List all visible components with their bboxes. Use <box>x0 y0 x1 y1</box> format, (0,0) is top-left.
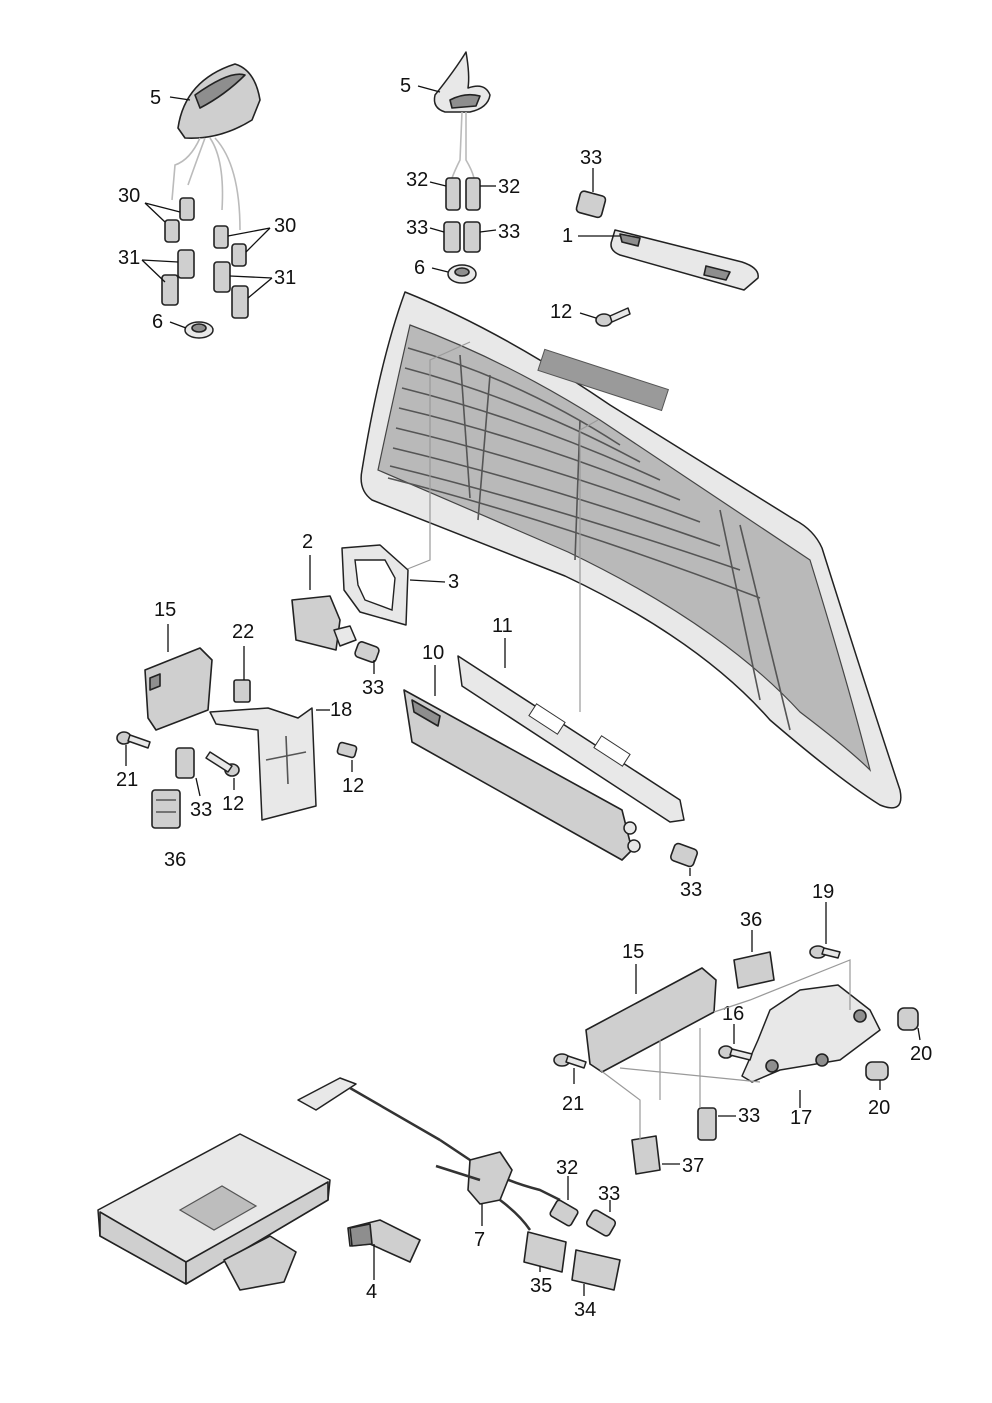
label-11: 11 <box>492 615 513 637</box>
plug-33-bottom <box>585 1209 617 1237</box>
connector-36-right <box>733 951 775 989</box>
label-31-right: 31 <box>274 267 296 289</box>
label-33-b: 33 <box>498 221 520 243</box>
label-32-bottom: 32 <box>556 1157 578 1179</box>
control-unit-15-left <box>144 647 213 731</box>
control-unit-15-right <box>585 967 717 1073</box>
label-21-right: 21 <box>562 1093 584 1115</box>
label-33-a: 33 <box>406 217 428 239</box>
label-15-left: 15 <box>154 599 176 621</box>
antenna-lead-7 <box>297 1077 561 1231</box>
nut-20-top <box>897 1007 919 1031</box>
amplifier-2 <box>291 595 380 663</box>
screw-12-top <box>595 307 631 327</box>
label-12-left: 12 <box>222 793 244 815</box>
antenna-module-10 <box>403 689 699 868</box>
label-17: 17 <box>790 1107 812 1129</box>
plug-33-right <box>697 1107 717 1141</box>
screw-21-left <box>116 731 151 749</box>
label-35: 35 <box>530 1275 552 1297</box>
screw-12-left <box>205 751 240 777</box>
roof-antenna-mid <box>433 51 491 179</box>
label-22: 22 <box>232 621 254 643</box>
label-16: 16 <box>722 1003 744 1025</box>
bracket-3 <box>341 544 409 626</box>
label-4: 4 <box>366 1281 377 1303</box>
label-33-top: 33 <box>580 147 602 169</box>
connector-37 <box>631 1135 661 1175</box>
label-20-top: 20 <box>910 1043 932 1065</box>
cover-part-1 <box>575 190 759 291</box>
label-33-right: 33 <box>738 1105 760 1127</box>
label-15-right: 15 <box>622 941 644 963</box>
label-6-left: 6 <box>152 311 163 333</box>
plug-set-mid <box>443 177 481 284</box>
receiver-4-card <box>347 1219 421 1263</box>
label-30-left: 30 <box>118 185 140 207</box>
label-33-left: 33 <box>190 799 212 821</box>
rear-window-glass <box>360 291 902 809</box>
label-36-right: 36 <box>740 909 762 931</box>
bracket-17 <box>741 984 881 1083</box>
roof-antenna-left <box>171 63 261 231</box>
receiver-box <box>97 1133 331 1291</box>
label-21-left: 21 <box>116 769 138 791</box>
label-34: 34 <box>574 1299 596 1321</box>
connector-36-left <box>151 789 181 829</box>
label-18: 18 <box>330 699 352 721</box>
label-36-left: 36 <box>164 849 186 871</box>
label-5-mid: 5 <box>400 75 411 97</box>
label-7: 7 <box>474 1229 485 1251</box>
label-33-module: 33 <box>680 879 702 901</box>
label-12-right: 12 <box>342 775 364 797</box>
screw-19 <box>809 945 841 959</box>
label-3: 3 <box>448 571 459 593</box>
label-12-top: 12 <box>550 301 572 323</box>
nut-20-bottom <box>865 1061 889 1081</box>
label-32-b: 32 <box>498 176 520 198</box>
label-19: 19 <box>812 881 834 903</box>
label-6-mid: 6 <box>414 257 425 279</box>
label-31-left: 31 <box>118 247 140 269</box>
label-2: 2 <box>302 531 313 553</box>
label-32-a: 32 <box>406 169 428 191</box>
label-37: 37 <box>682 1155 704 1177</box>
clip-22 <box>233 679 251 703</box>
label-5: 5 <box>150 87 161 109</box>
label-33-amp: 33 <box>362 677 384 699</box>
label-30-right: 30 <box>274 215 296 237</box>
bracket-18 <box>209 707 358 821</box>
plug-set-left <box>161 197 249 339</box>
label-10: 10 <box>422 642 444 664</box>
plug-32-bottom <box>549 1199 579 1227</box>
label-1: 1 <box>562 225 573 247</box>
label-33-bottom: 33 <box>598 1183 620 1205</box>
bolt-16 <box>718 1045 753 1061</box>
connector-34 <box>571 1249 621 1291</box>
antenna-module-11 <box>457 655 685 823</box>
label-20-bottom: 20 <box>868 1097 890 1119</box>
connector-35 <box>523 1231 567 1273</box>
screw-21-right <box>553 1053 587 1069</box>
plug-33-left <box>175 747 195 779</box>
